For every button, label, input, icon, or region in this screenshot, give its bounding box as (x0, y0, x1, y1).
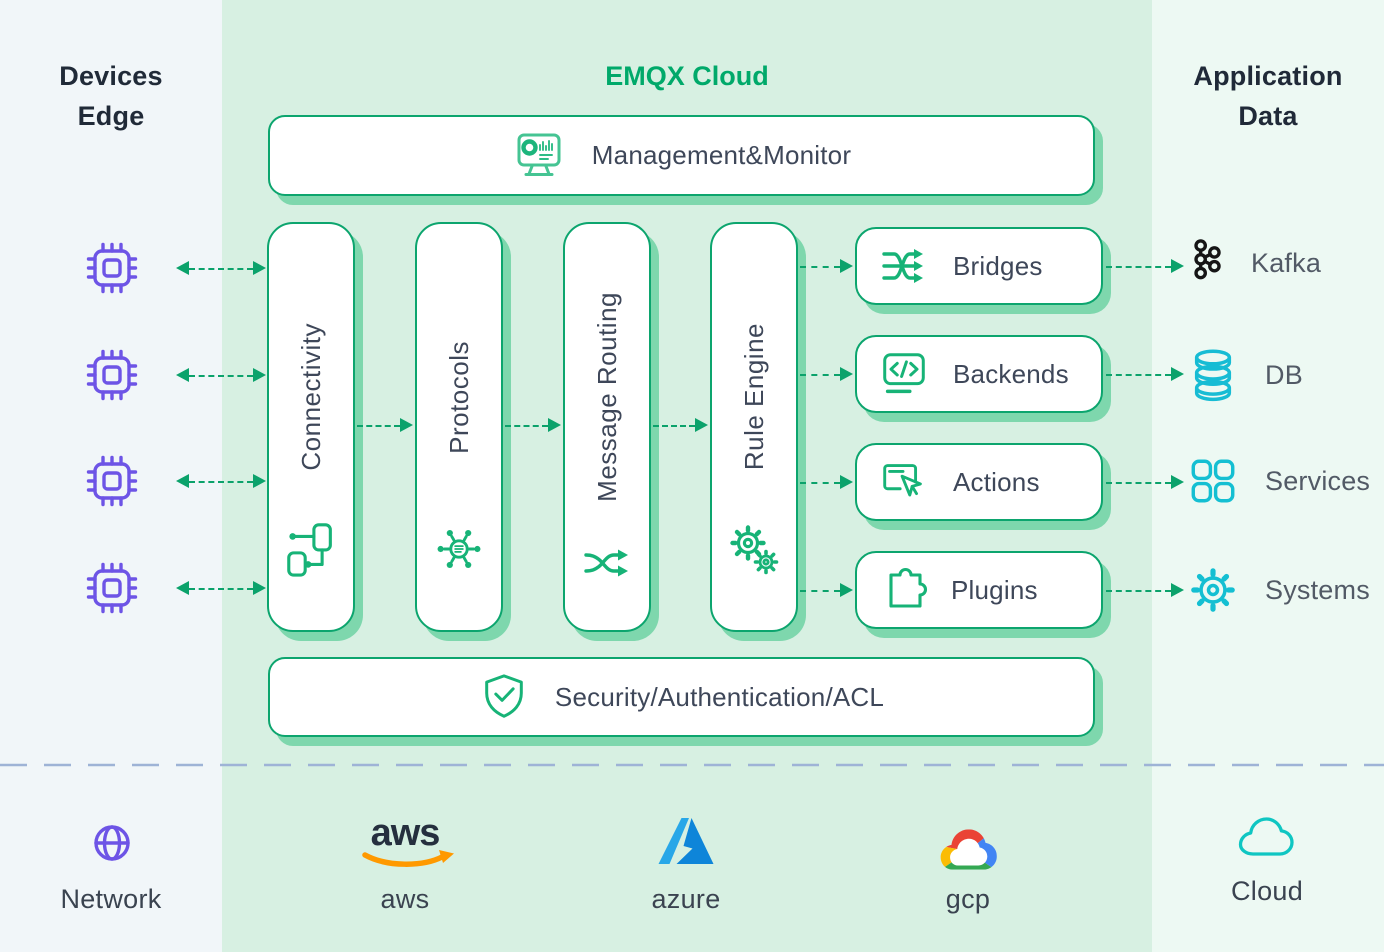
heading-line: Application (1193, 61, 1343, 91)
gears-icon (726, 522, 782, 578)
arrow-rule-bridges (800, 259, 853, 273)
devices-edge-heading: Devices Edge (0, 56, 222, 136)
aws-logo-text: aws (371, 812, 440, 854)
output-box-backends: Backends (855, 335, 1103, 413)
security-bar: Security/Authentication/ACL (268, 657, 1095, 737)
section-divider-dashed-line (0, 763, 1384, 767)
target-db: DB (1186, 345, 1303, 405)
heading-line: Data (1238, 101, 1298, 131)
arrow-bridges-kafka (1106, 259, 1184, 273)
database-icon (1186, 347, 1240, 403)
pillar-label: Connectivity (295, 323, 326, 471)
output-box-bridges: Bridges (855, 227, 1103, 305)
pillar-protocols: Protocols (415, 222, 503, 632)
pillar-label: Message Routing (591, 292, 622, 502)
app-grid-icon (1186, 454, 1240, 508)
output-box-actions: Actions (855, 443, 1103, 521)
chip-icon (84, 347, 140, 403)
arrow-routing-rule-engine (653, 418, 708, 432)
hub-spokes-icon (431, 520, 487, 578)
management-monitor-label: Management&Monitor (591, 140, 852, 170)
output-box-plugins: Plugins (855, 551, 1103, 629)
target-label: Systems (1265, 574, 1370, 605)
azure-label: azure (651, 884, 721, 914)
arrow-rule-plugins (800, 583, 853, 597)
aws-label: aws (380, 884, 430, 914)
application-data-column-bg (1152, 0, 1384, 952)
connected-nodes-icon (282, 520, 340, 578)
chip-icon (84, 560, 140, 616)
output-label: Actions (953, 466, 1040, 497)
gcp-label: gcp (945, 884, 991, 914)
output-label: Backends (953, 358, 1069, 389)
pillar-label: Protocols (443, 340, 474, 454)
cursor-window-icon (877, 456, 931, 508)
arrow-rule-actions (800, 475, 853, 489)
monitor-dashboard-icon (512, 129, 566, 183)
arrow-backends-db (1106, 367, 1184, 381)
target-kafka: Kafka (1188, 233, 1321, 293)
emqx-cloud-title: EMQX Cloud (605, 61, 769, 91)
arrow-device-connectivity (176, 474, 266, 488)
target-services: Services (1186, 451, 1370, 511)
chip-icon (84, 453, 140, 509)
puzzle-icon (877, 564, 929, 616)
kafka-icon (1188, 233, 1226, 293)
code-tag-icon (877, 348, 931, 400)
gear-icon (1186, 563, 1240, 617)
pillar-message-routing: Message Routing (563, 222, 651, 632)
globe-icon (81, 812, 143, 874)
arrow-protocols-routing (505, 418, 561, 432)
arrow-connectivity-protocols (357, 418, 413, 432)
heading-line: Edge (77, 101, 145, 131)
output-label: Plugins (951, 574, 1038, 605)
azure-logo (656, 814, 716, 868)
target-label: Kafka (1251, 247, 1322, 278)
target-systems: Systems (1186, 560, 1370, 620)
chip-icon (84, 240, 140, 296)
aws-logo: aws (353, 810, 457, 874)
shield-check-icon (479, 672, 529, 722)
arrow-plugins-systems (1106, 583, 1184, 597)
network-label: Network (60, 884, 162, 914)
target-label: Services (1265, 465, 1371, 496)
gcp-logo (935, 824, 1001, 874)
heading-line: Devices (59, 61, 163, 91)
pillar-connectivity: Connectivity (267, 222, 355, 632)
arrow-device-connectivity (176, 581, 266, 595)
management-monitor-bar: Management&Monitor (268, 115, 1095, 196)
merge-arrows-icon (877, 240, 931, 292)
shuffle-arrows-icon (580, 538, 634, 590)
pillar-rule-engine: Rule Engine (710, 222, 798, 632)
cloud-outline-icon (1236, 812, 1300, 860)
application-data-heading: Application Data (1152, 56, 1384, 136)
arrow-device-connectivity (176, 261, 266, 275)
arrow-actions-services (1106, 475, 1184, 489)
arrow-device-connectivity (176, 368, 266, 382)
cloud-label: Cloud (1230, 876, 1304, 906)
target-label: DB (1265, 359, 1303, 390)
arrow-rule-backends (800, 367, 853, 381)
security-label: Security/Authentication/ACL (554, 681, 885, 712)
pillar-label: Rule Engine (738, 323, 769, 471)
output-label: Bridges (953, 250, 1043, 281)
